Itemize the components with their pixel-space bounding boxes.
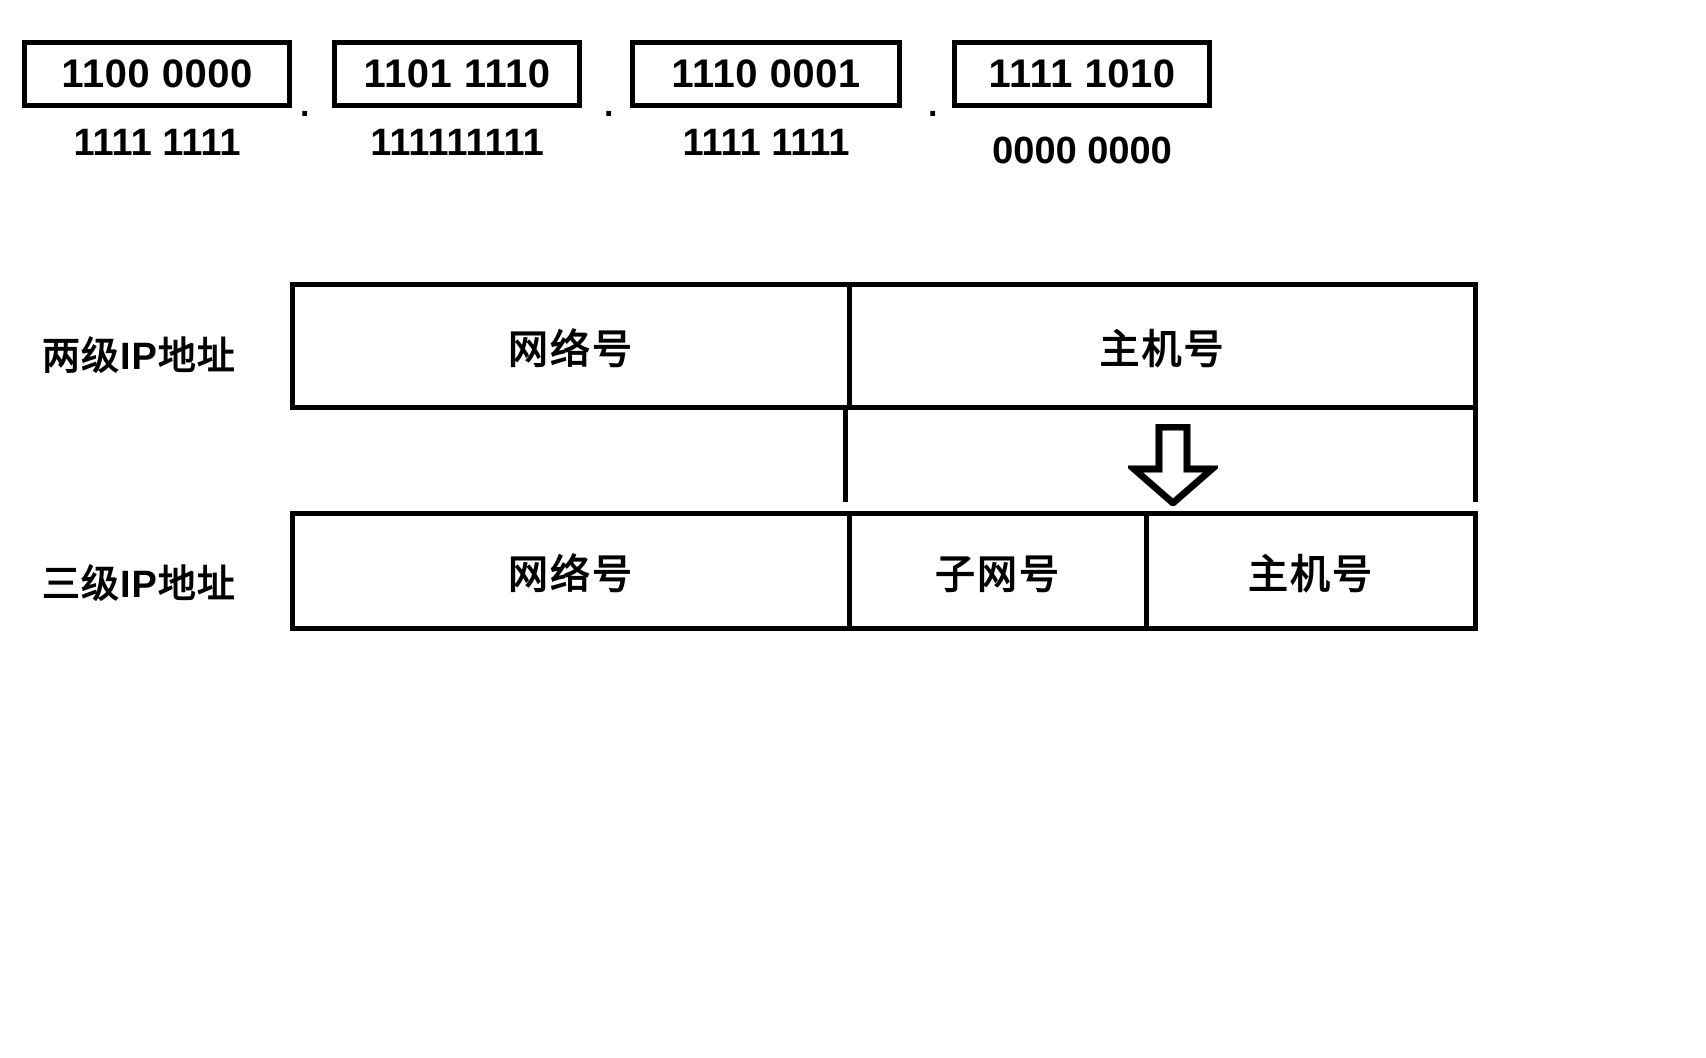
three-level-cell-host: 主机号 (1144, 516, 1473, 626)
octet-address-bits-2: 1101 1110 (363, 51, 551, 96)
octet-box-4: 1111 1010 (952, 40, 1212, 108)
octet-separator-3: . (928, 86, 938, 124)
octet-address-bits-1: 1100 0000 (61, 51, 253, 96)
three-level-cell-subnet: 子网号 (847, 516, 1144, 626)
octet-separator-1: . (300, 86, 310, 124)
octet-mask-bits-2: 111111111 (370, 122, 544, 164)
two-level-cell-network: 网络号 (508, 328, 634, 372)
three-level-cell-network: 网络号 (508, 553, 634, 597)
octet-box-3: 1110 0001 (630, 40, 902, 108)
binary-address-section: 1100 0000 1111 1111 . 1101 1110 11111111… (0, 0, 1706, 220)
octet-box-2: 1101 1110 (332, 40, 582, 108)
two-level-address-row: 网络号 主机号 (290, 282, 1478, 410)
octet-group-4: 1111 1010 0000 0000 (952, 40, 1212, 173)
octet-address-bits-4: 1111 1010 (988, 51, 1176, 96)
connector-right-vertical (1473, 410, 1478, 502)
octet-group-2: 1101 1110 111111111 (332, 40, 582, 165)
octet-mask-bits-4: 0000 0000 (992, 130, 1172, 172)
connector-left-vertical (843, 410, 848, 502)
octet-mask-bits-1: 1111 1111 (73, 122, 241, 164)
octet-mask-bits-3: 1111 1111 (682, 122, 850, 164)
octet-group-3: 1110 0001 1111 1111 (630, 40, 902, 165)
octet-separator-2: . (604, 86, 614, 124)
two-level-row-label: 两级IP地址 (42, 336, 236, 378)
arrow-down-icon (1124, 423, 1222, 511)
three-level-row-label: 三级IP地址 (42, 564, 236, 606)
two-level-cell-host: 主机号 (847, 287, 1473, 405)
octet-address-bits-3: 1110 0001 (671, 51, 861, 96)
three-level-address-row: 网络号 子网号 主机号 (290, 511, 1478, 631)
octet-group-1: 1100 0000 1111 1111 (22, 40, 292, 165)
octet-box-1: 1100 0000 (22, 40, 292, 108)
